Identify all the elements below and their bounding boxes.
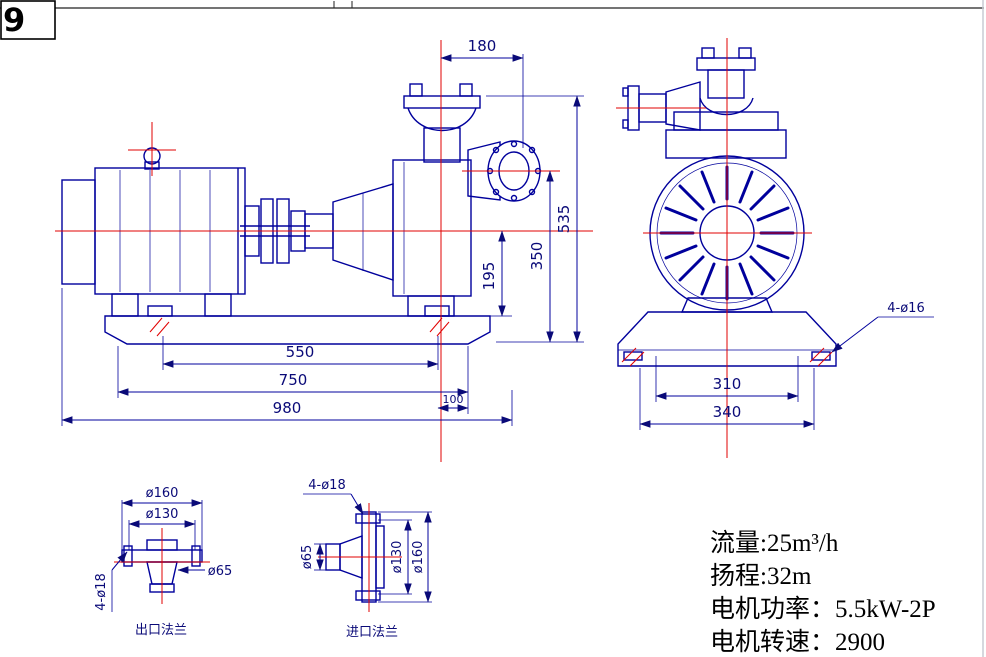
dim-750: 750 (279, 371, 308, 389)
dim-outlet-bolt-note: 4-ø18 (94, 573, 109, 610)
discharge-neck (424, 128, 460, 162)
motor-foot (112, 294, 138, 316)
discharge-flange (404, 96, 480, 108)
flange-bolt (460, 84, 472, 96)
dim-310: 310 (713, 375, 742, 393)
inlet-flange-label: 进口法兰 (346, 625, 398, 640)
end-top-assembly (666, 48, 786, 158)
dim-195: 195 (480, 262, 498, 291)
dimensions-inlet-flange: 4-ø18 ø130 ø160 ø65 进口法兰 (300, 478, 432, 640)
dim-180: 180 (468, 37, 497, 55)
dim-100: 100 (443, 393, 464, 406)
coupling-shaft (240, 184, 393, 280)
end-suction-assembly (623, 82, 700, 130)
priming-dome (408, 108, 476, 131)
bolt-section (192, 546, 200, 566)
sheet-corner-label: 9 (3, 1, 25, 39)
pump-casing (393, 84, 480, 316)
dim-535: 535 (555, 205, 573, 234)
main-view (62, 84, 541, 344)
outlet-flange-label: 出口法兰 (135, 623, 187, 638)
dim-outlet-d160: ø160 (146, 486, 179, 501)
motor-foot (205, 294, 231, 316)
centerlines (55, 38, 832, 612)
dim-980: 980 (273, 399, 302, 417)
flange-bolt (410, 84, 422, 96)
dim-outlet-d130: ø130 (146, 507, 179, 522)
dim-outlet-d65: ø65 (208, 564, 233, 579)
dim-inlet-d160: ø160 (411, 541, 426, 574)
dim-340: 340 (713, 403, 742, 421)
motor (62, 148, 245, 316)
bolt-section (124, 546, 132, 566)
spec-power: 电机功率：5.5kW-2P (710, 595, 936, 623)
dim-550: 550 (286, 343, 315, 361)
spec-speed: 电机转速：2900 (710, 628, 885, 656)
dim-inlet-bolt-note: 4-ø18 (308, 478, 345, 493)
dim-inlet-d65: ø65 (300, 545, 315, 570)
spec-head: 扬程:32m (710, 562, 812, 590)
spec-flow: 流量:25m³/h (710, 529, 839, 557)
spec-block: 流量:25m³/h 扬程:32m 电机功率：5.5kW-2P 电机转速：2900 (710, 529, 936, 656)
dim-inlet-d130: ø130 (390, 541, 405, 574)
dim-bolt-note-4xd16: 4-ø16 (887, 301, 924, 316)
dim-350: 350 (528, 242, 546, 271)
discharge-flange-end (697, 58, 755, 70)
